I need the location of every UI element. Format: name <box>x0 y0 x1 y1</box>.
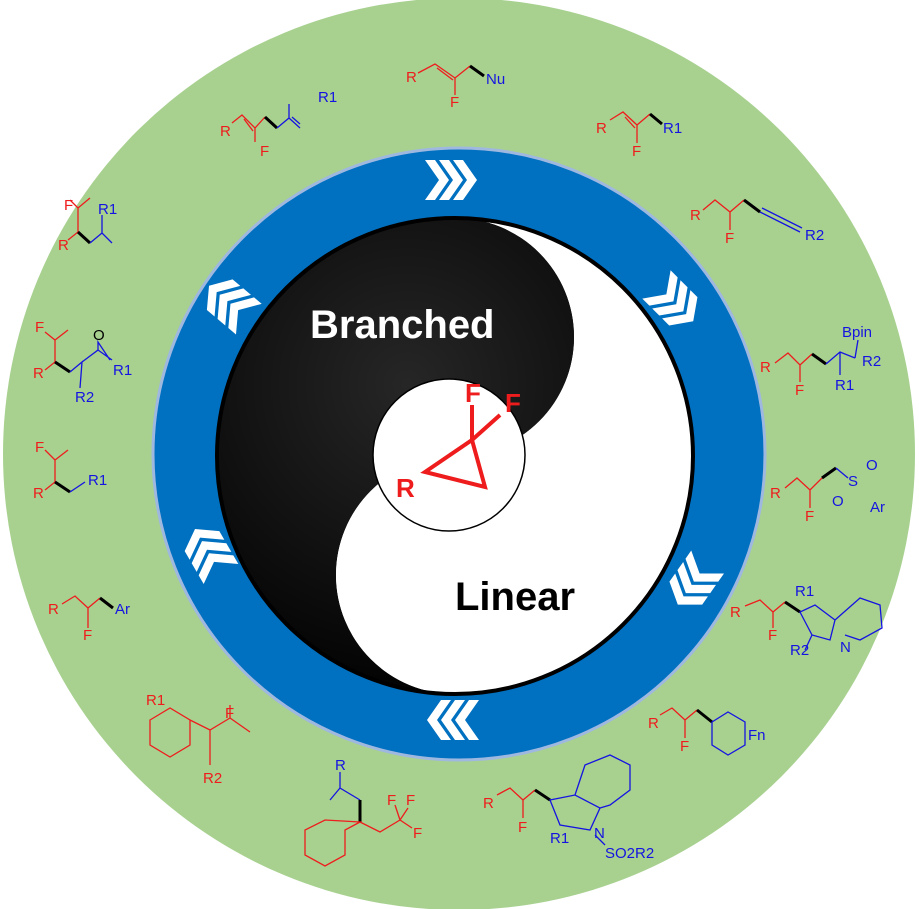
product-7: R F SO O Ar <box>770 457 885 525</box>
atom-label: R <box>406 69 417 86</box>
product-3: R F R2 <box>690 198 824 247</box>
atom-label: F <box>64 197 73 214</box>
atom-label: O <box>866 457 878 474</box>
atom-label: F <box>450 94 459 111</box>
atom-label: F <box>632 143 641 160</box>
atom-label: R <box>760 359 771 376</box>
atom-label: F <box>725 230 734 247</box>
atom-label: F <box>406 792 415 809</box>
atom-label: Nu <box>486 71 505 88</box>
atom-label: R1 <box>146 692 165 709</box>
atom-label: R1 <box>88 472 107 489</box>
product-8: F R R1 <box>33 439 107 502</box>
product-0: R F Nu <box>406 63 505 111</box>
atom-label: R1 <box>795 583 814 600</box>
atom-label: O <box>93 327 105 344</box>
atom-label: R <box>58 237 69 254</box>
atom-label: R <box>335 757 346 774</box>
gem-difluorocyclopropane: R F F <box>372 378 526 532</box>
atom-label: F <box>83 627 92 644</box>
atom-label: F <box>35 439 44 456</box>
atom-label: R1 <box>663 120 682 137</box>
atom-label: O <box>832 493 844 510</box>
product-1: R F R1 <box>220 89 337 160</box>
product-4: F R1R <box>58 197 117 254</box>
atom-label: F <box>387 792 396 809</box>
product-2: R F R1 <box>596 111 682 160</box>
atom-label: F <box>505 388 521 418</box>
atom-label: N <box>594 825 605 842</box>
atom-label: R2 <box>862 353 881 370</box>
product-6: F R R2 O R1 <box>33 319 132 406</box>
product-9: R F Ar <box>48 595 130 644</box>
atom-label: R <box>648 715 659 732</box>
branched-label: Branched <box>310 303 495 347</box>
atom-label: F <box>465 378 481 408</box>
linear-label: Linear <box>455 575 575 619</box>
atom-label: R <box>396 473 415 503</box>
atom-label: R2 <box>790 642 809 659</box>
atom-label: R <box>48 601 59 618</box>
atom-label: Bpin <box>842 324 872 341</box>
atom-label: R <box>483 795 494 812</box>
atom-label: R <box>690 207 701 224</box>
atom-label: R <box>770 485 781 502</box>
atom-label: R1 <box>550 830 569 847</box>
atom-label: R <box>596 120 607 137</box>
atom-label: R1 <box>835 377 854 394</box>
atom-label: F <box>260 143 269 160</box>
atom-label: F <box>225 705 234 722</box>
atom-label: R1 <box>98 201 117 218</box>
atom-label: R1 <box>113 362 132 379</box>
atom-label: R <box>33 365 44 382</box>
atom-label: S <box>848 473 858 490</box>
atom-label: R <box>33 485 44 502</box>
atom-label: Ar <box>870 499 885 516</box>
atom-label: R <box>730 604 741 621</box>
atom-label: F <box>35 319 44 336</box>
atom-label: R1 <box>318 89 337 106</box>
atom-label: F <box>413 825 422 842</box>
atom-label: R2 <box>203 770 222 787</box>
atom-label: R <box>220 123 231 140</box>
atom-label: Fn <box>748 727 766 744</box>
atom-label: F <box>680 738 689 755</box>
atom-label: F <box>518 819 527 836</box>
atom-label: SO2R2 <box>605 845 654 862</box>
product-12: R1F R2 <box>146 692 251 787</box>
product-11: R F Fn <box>648 707 766 756</box>
atom-label: Ar <box>115 601 130 618</box>
atom-label: N <box>840 639 851 656</box>
atom-label: R2 <box>805 227 824 244</box>
atom-label: F <box>795 382 804 399</box>
atom-label: R2 <box>75 389 94 406</box>
atom-label: F <box>768 627 777 644</box>
atom-label: F <box>805 508 814 525</box>
